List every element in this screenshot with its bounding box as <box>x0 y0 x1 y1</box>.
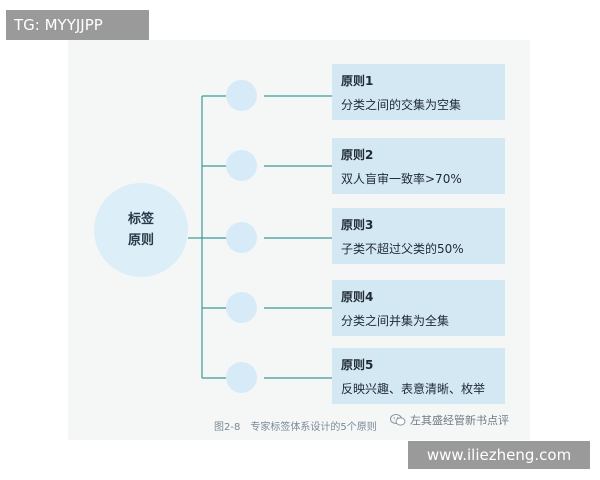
wechat-icon <box>390 414 406 426</box>
principle-description: 反映兴趣、表意清晰、枚举 <box>341 382 486 396</box>
principle-title: 原则4 <box>341 290 374 304</box>
principle-card-5: 原则5 反映兴趣、表意清晰、枚举 <box>332 348 505 404</box>
principle-title: 原则3 <box>341 218 374 232</box>
principle-description: 子类不超过父类的50% <box>341 242 464 256</box>
tg-watermark-label: TG: MYYJJPP <box>6 10 149 40</box>
branch-node-2 <box>226 150 257 181</box>
principle-card-4: 原则4 分类之间并集为全集 <box>332 280 505 336</box>
principle-description: 分类之间的交集为空集 <box>341 98 462 112</box>
principle-title: 原则2 <box>341 148 374 162</box>
branch-node-1 <box>226 80 257 111</box>
principle-card-1: 原则1 分类之间的交集为空集 <box>332 64 505 120</box>
figure-caption: 图2-8 专家标签体系设计的5个原则 <box>214 422 377 433</box>
hub-circle: 标签 原则 <box>94 183 188 277</box>
branch-node-4 <box>226 292 257 323</box>
principle-description: 分类之间并集为全集 <box>341 314 450 328</box>
hub-label-line-2: 原则 <box>127 233 154 248</box>
principle-card-3: 原则3 子类不超过父类的50% <box>332 208 505 264</box>
wechat-account-name: 左其盛经管新书点评 <box>410 414 509 427</box>
wechat-attribution: 左其盛经管新书点评 <box>390 412 509 428</box>
principle-title: 原则1 <box>341 74 374 88</box>
principle-description: 双人盲审一致率>70% <box>341 172 462 186</box>
principle-card-2: 原则2 双人盲审一致率>70% <box>332 138 505 194</box>
hub-label-line-1: 标签 <box>127 212 154 227</box>
branch-node-3 <box>226 222 257 253</box>
principle-title: 原则5 <box>341 358 374 372</box>
site-watermark-label: www.iliezheng.com <box>408 441 590 469</box>
branch-node-5 <box>226 362 257 393</box>
